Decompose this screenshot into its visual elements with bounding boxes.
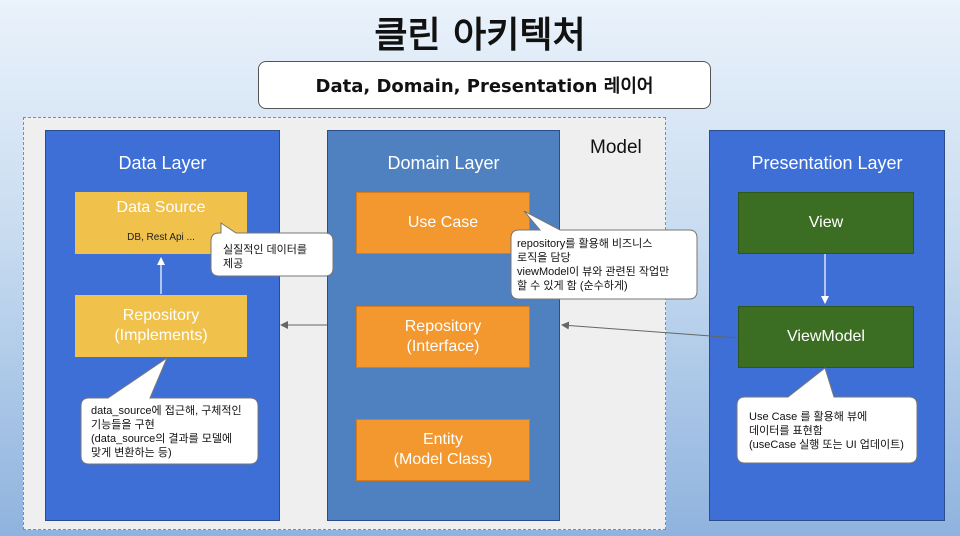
callout-line: 데이터를 표현함 [749,425,823,437]
callout-line: (useCase 실행 또는 UI 업데이트) [749,439,904,451]
entity-line2: (Model Class) [393,451,493,468]
presentation-layer-title: Presentation Layer [751,153,903,173]
data-layer-title: Data Layer [118,153,207,173]
use-case-box: Use Case [356,192,530,254]
subtitle-box: Data, Domain, Presentation 레이어 [258,61,711,109]
callout-line: data_source에 접근해, 구체적인 [91,405,242,417]
callout-line: 할 수 있게 함 (순수하게) [517,280,628,292]
repository-interface-line2: (Interface) [406,338,480,355]
view-box: View [738,192,914,254]
callout-data-source-text: 실질적인 데이터를 제공 [223,243,307,271]
callout-viewmodel-bubble [736,367,918,464]
data-source-label: Data Source [116,199,206,216]
callout-line: (data_source의 결과를 모델에 [91,433,233,445]
callout-repository-bubble [80,356,259,465]
view-label: View [808,214,844,231]
data-source-detail: DB, Rest Api ... [127,232,195,243]
callout-use-case-bubble [510,210,698,300]
viewmodel-label: ViewModel [787,328,865,345]
callout-line: 실질적인 데이터를 [223,244,308,256]
subtitle-text: Data, Domain, Presentation 레이어 [315,76,654,97]
callout-line: Use Case 를 활용해 뷰에 [749,411,868,423]
use-case-label: Use Case [407,214,479,231]
entity-box: Entity (Model Class) [356,419,530,481]
repository-impl-line2: (Implements) [114,327,208,344]
repository-impl-box: Repository (Implements) [75,295,247,357]
entity-line1: Entity [422,431,463,448]
arrow-viewmodel-to-domain-repo [561,321,739,339]
callout-repository-text: data_source에 접근해, 구체적인 기능들을 구현 (data_sou… [91,404,242,460]
callout-viewmodel-text: Use Case 를 활용해 뷰에 데이터를 표현함 (useCase 실행 또… [749,410,904,452]
callout-line: 로직을 담당 [517,252,571,264]
repository-interface-box: Repository (Interface) [356,306,530,368]
callout-line: 기능들을 구현 [91,419,155,431]
repository-impl-line1: Repository [122,307,200,324]
callout-use-case-text: repository를 활용해 비즈니스 로직을 담당 viewModel이 뷰… [517,237,669,293]
model-label: Model [590,137,642,158]
domain-layer-title: Domain Layer [387,153,500,173]
callout-line: repository를 활용해 비즈니스 [517,238,653,250]
callout-line: 맞게 변환하는 등) [91,447,172,459]
repository-interface-line1: Repository [404,318,482,335]
page-title: 클린 아키텍처 [374,15,586,56]
viewmodel-box: ViewModel [738,306,914,368]
callout-line: 제공 [223,258,244,270]
callout-data-source-bubble [210,222,334,277]
callout-line: viewModel이 뷰와 관련된 작업만 [517,266,670,278]
